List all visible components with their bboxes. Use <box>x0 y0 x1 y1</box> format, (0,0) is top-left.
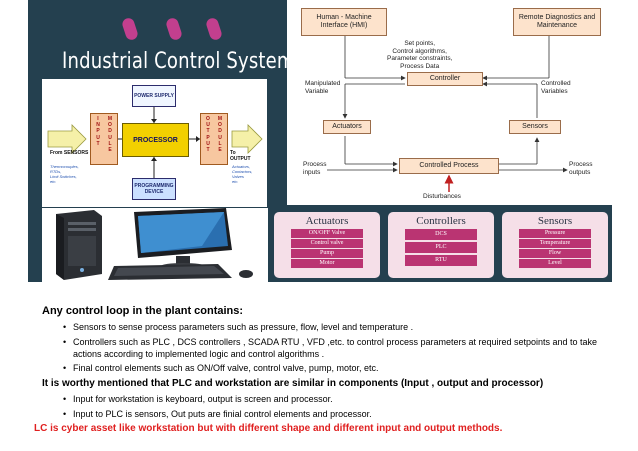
programming-device-box: PROGRAMMING DEVICE <box>132 178 176 200</box>
category-item: RTU <box>405 255 477 266</box>
controllers-heading: Controllers <box>416 215 466 227</box>
heading-control-loop: Any control loop in the plant contains: <box>42 305 244 317</box>
process-outputs-label: Process outputs <box>569 161 593 176</box>
controlled-variables-label: Controlled Variables <box>541 80 571 95</box>
sensors-heading: Sensors <box>537 215 573 227</box>
control-loop-arrows <box>327 36 568 192</box>
poster-title: Industrial Control System <box>62 49 295 74</box>
output-examples: Actuators, Contactors, Valves etc. <box>232 164 253 184</box>
control-loop-diagram: Human - Machine Interface (HMI) Remote D… <box>287 0 612 205</box>
category-item: Temperature <box>519 239 591 248</box>
category-item: PLC <box>405 242 477 253</box>
category-item: Flow <box>519 249 591 258</box>
remote-diagnostics-box: Remote Diagnostics and Maintenance <box>513 8 601 36</box>
sensors-column: Sensors Pressure Temperature Flow Level <box>502 212 608 278</box>
category-item: ON/OFF Valve <box>291 229 363 238</box>
category-item: Level <box>519 259 591 268</box>
input-module-col-2: M O D U L E <box>107 116 113 154</box>
output-module-box: O U T P U T M O D U L E <box>200 113 228 165</box>
bullet-controllers: Controllers such as PLC , DCS controller… <box>63 336 613 360</box>
controller-inputs-note: Set points, Control algorithms, Paramete… <box>387 40 453 70</box>
sensor-examples: Thermocouples, RTDs, Limit Switches, etc… <box>50 164 79 184</box>
processor-box: PROCESSOR <box>122 123 189 157</box>
dot-shape <box>204 16 224 42</box>
controlled-process-box: Controlled Process <box>399 158 499 174</box>
power-supply-box: POWER SUPPLY <box>132 85 176 107</box>
conclusion-text: LC is cyber asset like workstation but w… <box>34 423 503 434</box>
category-item: Pressure <box>519 229 591 238</box>
output-module-col-1: O U T P U T <box>206 116 210 154</box>
hmi-box: Human - Machine Interface (HMI) <box>301 8 387 36</box>
input-module-col-1: I N P U T <box>96 116 100 147</box>
bullet-workstation-io: Input for workstation is keyboard, outpu… <box>63 393 613 405</box>
category-item: Motor <box>291 259 363 268</box>
actuators-box: Actuators <box>323 120 371 134</box>
to-output-label: To OUTPUT <box>230 150 251 162</box>
process-inputs-label: Process inputs <box>303 161 327 176</box>
manipulated-variable-label: Manipulated Variable <box>305 80 341 95</box>
block-diagram-arrows <box>47 107 263 178</box>
sensors-box: Sensors <box>509 120 561 134</box>
controller-box: Controller <box>407 72 483 86</box>
dot-shape <box>164 16 184 42</box>
input-module-box: I N P U T M O D U L E <box>90 113 118 165</box>
from-sensors-label: From SENSORS <box>50 150 89 156</box>
bullet-final-elements: Final control elements such as ON/Off va… <box>63 362 613 374</box>
component-categories-panel: Actuators ON/OFF Valve Control valve Pum… <box>270 208 612 282</box>
bullet-sensors: Sensors to sense process parameters such… <box>63 321 613 333</box>
computer-illustration <box>56 208 253 280</box>
category-item: Control valve <box>291 239 363 248</box>
heading-plc-workstation: It is worthy mentioned that PLC and work… <box>42 378 544 389</box>
bullet-plc-io: Input to PLC is sensors, Out puts are fi… <box>63 408 613 420</box>
category-item: Pump <box>291 249 363 258</box>
disturbances-label: Disturbances <box>423 193 461 200</box>
plc-block-diagram: POWER SUPPLY PROCESSOR PROGRAMMING DEVIC… <box>42 79 267 207</box>
output-module-col-2: M O D U L E <box>217 116 223 154</box>
actuators-column: Actuators ON/OFF Valve Control valve Pum… <box>274 212 380 278</box>
controllers-column: Controllers DCS PLC RTU <box>388 212 494 278</box>
category-item: DCS <box>405 229 477 240</box>
computer-workstation-image <box>42 208 268 282</box>
dot-shape <box>120 16 140 42</box>
actuators-heading: Actuators <box>305 215 349 227</box>
